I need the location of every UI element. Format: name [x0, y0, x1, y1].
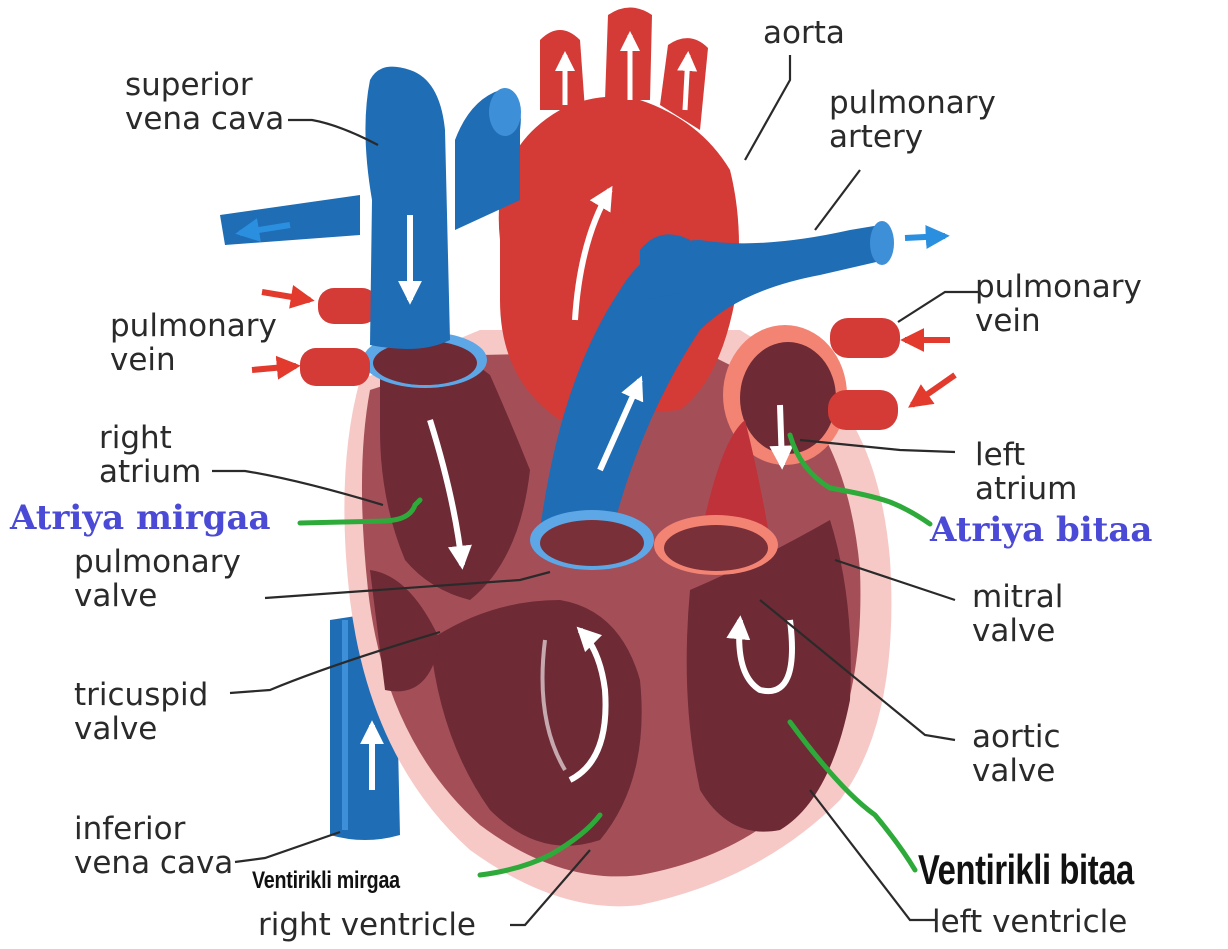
label-left-atrium: left atrium [975, 438, 1077, 506]
pulmonary-veins-right [828, 318, 955, 430]
label-right-atrium: right atrium [99, 421, 201, 489]
label-aortic-valve: aortic valve [972, 720, 1061, 788]
label-superior-vena-cava: superior vena cava [125, 68, 284, 136]
annotation-ventirikli-bitaa: Ventirikli bitaa [918, 846, 1134, 894]
label-left-ventricle: left ventricle [932, 905, 1127, 939]
label-pulmonary-artery: pulmonary artery [829, 86, 996, 154]
label-pulmonary-vein-left: pulmonary vein [110, 309, 277, 377]
label-aorta: aorta [763, 16, 845, 50]
annotation-atriya-mirgaa: Atriya mirgaa [10, 500, 271, 536]
label-tricuspid-valve: tricuspid valve [74, 678, 208, 746]
label-inferior-vena-cava: inferior vena cava [74, 812, 233, 880]
annotation-ventirikli-mirgaa: Ventirikli mirgaa [252, 867, 400, 895]
label-mitral-valve: mitral valve [972, 580, 1063, 648]
label-pulmonary-valve: pulmonary valve [74, 545, 241, 613]
label-pulmonary-vein-right: pulmonary vein [975, 270, 1142, 338]
annotation-atriya-bitaa: Atriya bitaa [930, 512, 1152, 548]
label-right-ventricle: right ventricle [258, 908, 476, 942]
aortic-root [654, 515, 778, 575]
